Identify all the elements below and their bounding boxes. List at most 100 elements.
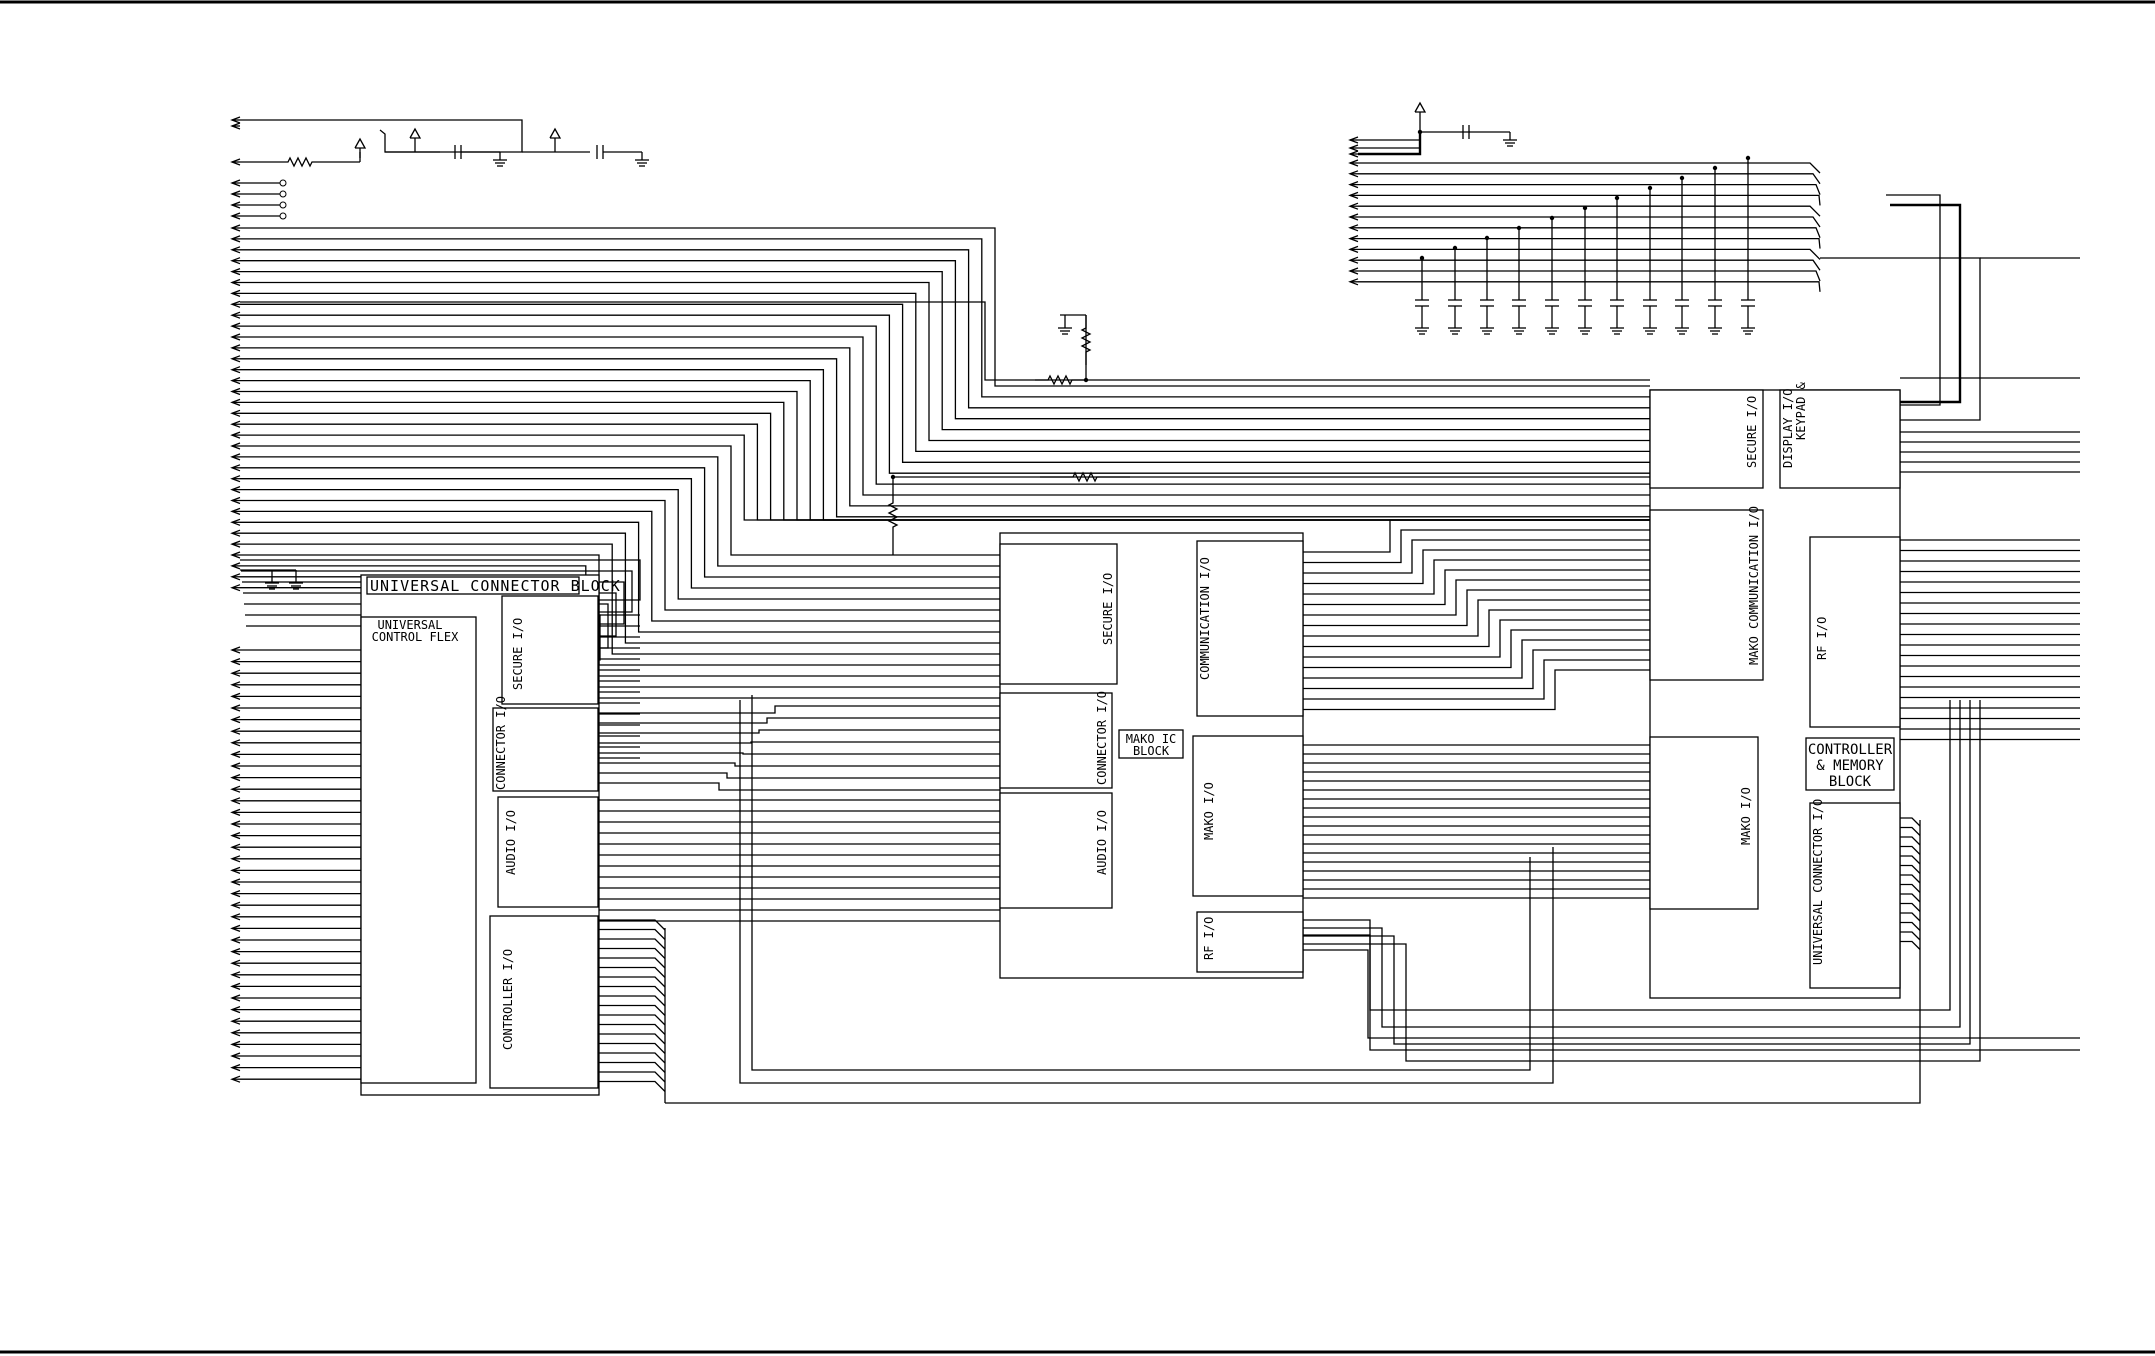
junction-dot (1484, 235, 1490, 241)
wire (665, 820, 1921, 1104)
wire (1358, 270, 1821, 282)
wire (598, 1042, 666, 1054)
wire (1900, 826, 1921, 836)
wire (240, 358, 1650, 518)
mako-connector-io-label: CONNECTOR I/O (1095, 691, 1109, 785)
cm-universal-connector-io-label: UNIVERSAL CONNECTOR I/O (1811, 799, 1825, 965)
wire (1900, 883, 1921, 893)
wire (1303, 629, 1650, 669)
cm-mako-io-label: MAKO I/O (1739, 787, 1753, 845)
wire (240, 369, 1650, 521)
ucb-secure-io-label: SECURE I/O (511, 618, 525, 690)
wire (1900, 902, 1921, 912)
wire (598, 985, 666, 997)
ucb-controller-io-label: CONTROLLER I/O (501, 949, 515, 1050)
wire (240, 532, 1000, 644)
wire (751, 695, 1531, 1071)
power-symbol (354, 137, 367, 149)
resistor (1040, 471, 1130, 483)
wire (1900, 817, 1921, 827)
power-symbol (1414, 101, 1427, 113)
cm-mako-communication-io-label: MAKO COMMUNICATION I/O (1747, 506, 1761, 665)
wire (1303, 609, 1650, 648)
cm-rf-io-label: RF I/O (1815, 617, 1829, 660)
wire (598, 1071, 666, 1083)
wire (240, 281, 1650, 442)
junction-dot (1647, 185, 1653, 191)
wire (598, 717, 1000, 724)
power-symbol (409, 127, 422, 139)
mako-secure-io-label: SECURE I/O (1101, 573, 1115, 645)
wire (240, 456, 1000, 567)
mako-ic-block-label-2: BLOCK (1133, 744, 1170, 758)
wire (1900, 921, 1921, 931)
wire (1820, 257, 1981, 421)
wire (598, 782, 1000, 791)
universal-connector-block: UNIVERSAL CONNECTOR BLOCK UNIVERSAL CONT… (360, 574, 620, 1096)
test-point (279, 201, 287, 209)
wire (1303, 619, 1650, 658)
component-symbols (230, 101, 1755, 1083)
controller-memory-block-label: CONTROLLER (1808, 742, 1893, 758)
wire (240, 559, 641, 601)
wire (1303, 599, 1650, 637)
power-symbol (549, 127, 562, 139)
ucb-connector-io-label: CONNECTOR I/O (494, 696, 508, 790)
wire (240, 301, 1650, 381)
wire (240, 314, 1650, 474)
wire (598, 1033, 666, 1045)
junction-dot (1452, 245, 1458, 251)
ucb-audio-io-label: AUDIO I/O (504, 810, 518, 875)
wire (1900, 864, 1921, 874)
wires (240, 119, 2080, 1104)
wire (1358, 259, 1821, 271)
wire (240, 401, 1650, 521)
wire (1900, 874, 1921, 884)
wire (598, 995, 666, 1007)
resistor (1035, 374, 1085, 386)
wire (240, 336, 1650, 496)
mako-audio-io-label: AUDIO I/O (1095, 810, 1109, 875)
junction-dot (1582, 205, 1588, 211)
wire (240, 379, 1650, 521)
wire (240, 303, 1650, 463)
wire (1303, 579, 1650, 616)
wire (1303, 549, 1650, 585)
wire (1358, 227, 1821, 239)
wire (240, 467, 1000, 578)
wire (598, 938, 666, 950)
wire (1303, 559, 1650, 595)
wire (598, 957, 666, 969)
test-point (279, 190, 287, 198)
resistor (240, 156, 360, 168)
wire (240, 488, 1000, 600)
wire (598, 705, 1000, 714)
junction-dot (1679, 175, 1685, 181)
wire (1303, 949, 2080, 1039)
wire (1358, 205, 1821, 217)
junction-dot (1549, 215, 1555, 221)
wire (1886, 194, 1941, 406)
wire (1358, 281, 1821, 292)
junction-dot (1712, 165, 1718, 171)
resistor (887, 475, 899, 555)
mako-ic-block-label: MAKO IC (1126, 732, 1177, 746)
wire (1890, 203, 1962, 404)
wire (598, 1004, 666, 1016)
junction-dot (1516, 225, 1522, 231)
wire (1303, 539, 1650, 574)
wire (598, 741, 1000, 744)
wire (598, 1023, 666, 1035)
wire (240, 260, 1650, 420)
wire (240, 478, 1000, 589)
wire (1358, 173, 1821, 185)
wire (240, 347, 1650, 507)
wire (739, 700, 1554, 1084)
wire (240, 325, 1650, 485)
resistor (1080, 315, 1092, 365)
wire (240, 249, 1650, 409)
test-point (279, 179, 287, 187)
wire (598, 729, 1000, 734)
junction-dot (1419, 255, 1425, 261)
